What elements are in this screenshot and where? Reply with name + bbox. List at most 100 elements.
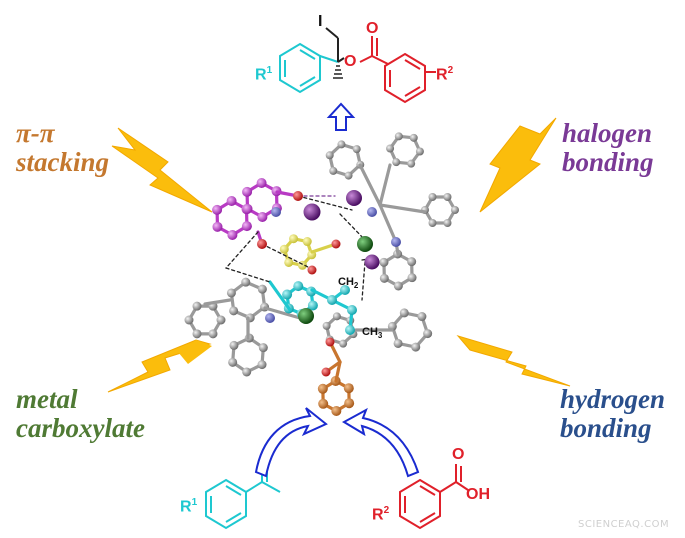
r1-top-label: R1 (255, 65, 273, 84)
atom (258, 343, 268, 353)
atom (228, 357, 238, 367)
atom (392, 158, 401, 167)
ch3-label: CH3 (362, 326, 383, 341)
oxygen-atom (321, 367, 331, 377)
atom (241, 277, 251, 287)
product-arrow (326, 102, 356, 131)
atom (443, 218, 452, 227)
atom (415, 147, 424, 156)
atom (279, 244, 289, 254)
atom (339, 339, 348, 348)
atom (327, 295, 337, 305)
metal-label-line2: carboxylate (16, 413, 145, 443)
atom (208, 329, 218, 339)
interaction-line (297, 195, 353, 211)
r2-bottom-label: R2 (372, 505, 390, 524)
atom (226, 288, 236, 298)
atom (343, 383, 354, 394)
atom (257, 360, 267, 370)
atom (332, 312, 341, 321)
oxygen-atom (293, 191, 303, 201)
acid-arrow (341, 407, 420, 478)
product-structure (279, 27, 436, 104)
atom (216, 315, 226, 325)
alkene-reactant (205, 462, 281, 530)
ester-oxygen-label: O (344, 53, 357, 70)
metal-atom (357, 236, 373, 252)
iodine-atom (364, 254, 380, 270)
r1-bottom-label: R1 (180, 497, 198, 516)
bond (263, 306, 302, 320)
bolt-halogen (479, 117, 557, 213)
bond (378, 163, 392, 207)
atom (394, 132, 403, 141)
interaction-line (361, 261, 366, 301)
pi-stacking-label-line2: stacking (16, 147, 110, 177)
bolt-hydrogen (456, 335, 571, 387)
bond (203, 298, 232, 306)
atom (242, 367, 252, 377)
atom (242, 203, 253, 214)
atom (192, 329, 202, 339)
product-benzoyl-ring (384, 52, 426, 104)
atom (451, 206, 459, 214)
pi-stacking-label-line1: π-π (16, 118, 55, 148)
watermark: SCIENCEAQ.COM (578, 519, 670, 530)
bond (358, 163, 382, 207)
bolt-metal (107, 339, 212, 393)
halogen-label-line1: halogen (562, 118, 653, 148)
atom (399, 308, 409, 318)
crystal-structure (184, 132, 459, 416)
atom (344, 398, 355, 409)
atom (318, 398, 329, 409)
iodine-atom (346, 190, 362, 206)
atom (256, 178, 267, 189)
oxygen-atom (331, 239, 341, 249)
bond (378, 203, 398, 244)
nitrogen-atom (265, 313, 275, 323)
hashed-methyl-bond (333, 65, 343, 79)
oxygen-atom (307, 265, 317, 275)
atom (257, 211, 268, 222)
iodine-label: I (318, 13, 323, 30)
ch2-label: CH2 (338, 276, 359, 291)
atom (227, 229, 238, 240)
nitrogen-atom (391, 237, 401, 247)
atom (393, 338, 403, 348)
atom (428, 193, 437, 202)
atom (257, 284, 267, 294)
alkene-arrow (254, 407, 328, 478)
bond (334, 360, 342, 383)
nitrogen-atom (271, 207, 281, 217)
atom (443, 193, 452, 202)
atom (329, 166, 338, 175)
carbonyl-oxygen-label: O (366, 20, 379, 37)
atom (423, 329, 433, 339)
acid-reactant (399, 464, 469, 530)
atom (407, 257, 417, 267)
bond (268, 280, 292, 312)
atom (337, 140, 346, 149)
atom (284, 257, 294, 267)
metal-label-line1: metal (16, 384, 78, 414)
bond (378, 203, 427, 214)
metal-atom (298, 308, 314, 324)
atom (345, 325, 355, 335)
atom (428, 218, 437, 227)
hydrogen-label-line2: bonding (560, 413, 652, 443)
atom (325, 151, 334, 160)
atom (393, 281, 403, 291)
atom (347, 305, 357, 315)
atom (344, 171, 353, 180)
interaction-line (225, 231, 259, 269)
atom (242, 186, 253, 197)
interaction-line (261, 243, 311, 269)
atom (417, 312, 427, 322)
atom (226, 196, 237, 207)
atom (307, 300, 318, 311)
atom (386, 144, 395, 153)
atom (411, 342, 421, 352)
atom (241, 221, 252, 232)
atom (331, 405, 342, 416)
